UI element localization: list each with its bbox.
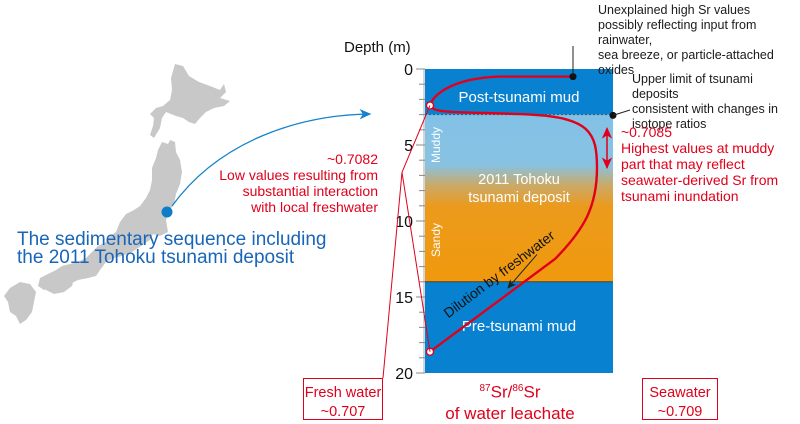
highest-values-annotation: ~0.7085 Highest values at muddy part tha… xyxy=(621,124,778,204)
annotation-line: sea breeze, or particle-attached oxides xyxy=(598,48,774,77)
upper-limit-annotation: Upper limit of tsunami deposits consiste… xyxy=(632,72,800,132)
fresh-water-value: ~0.707 xyxy=(320,404,366,420)
annotation-line: possibly reflecting input from rainwater… xyxy=(598,18,757,47)
depth-axis-label: Depth (m) xyxy=(344,39,411,56)
annotation-line: substantial interaction xyxy=(242,183,378,199)
depth-tick-label: 5 xyxy=(404,138,413,155)
depth-tick-label: 15 xyxy=(395,290,413,307)
depth-tick-label: 20 xyxy=(395,366,413,383)
annotation-line: with local freshwater xyxy=(251,199,378,215)
annotation-line: Upper limit of tsunami deposits xyxy=(632,72,753,101)
shikoku-island xyxy=(40,274,74,294)
tsunami-deposit-layer xyxy=(425,114,613,282)
deposit-label-line2: tsunami deposit xyxy=(468,190,570,206)
japan-map xyxy=(4,64,230,324)
sr-isotope-curve xyxy=(428,75,599,353)
isotope-mass-87: 87 xyxy=(479,383,491,394)
x-axis-title-line1: 87Sr/86Sr xyxy=(420,378,600,403)
seawater-label: Seawater xyxy=(649,385,711,401)
depth-tick-label: 0 xyxy=(404,62,413,79)
x-axis-sr-text: Sr/ xyxy=(490,382,513,402)
fresh-water-label: Fresh water xyxy=(304,385,382,401)
x-axis-sr-text-2: Sr xyxy=(523,382,541,402)
low-values-annotation: ~0.7082 Low values resulting from substa… xyxy=(219,151,378,215)
annotation-line: Low values resulting from xyxy=(219,167,378,183)
sediment-column: Post-tsunami mud 2011 Tohoku tsunami depos… xyxy=(425,69,613,373)
sandy-sublabel: Sandy xyxy=(429,223,443,257)
location-arrow xyxy=(171,108,372,207)
pre-tsunami-mud-layer xyxy=(425,281,613,373)
annotation-line: isotope ratios xyxy=(632,117,707,131)
annotation-line: consistent with changes in xyxy=(632,102,778,116)
location-marker xyxy=(161,206,173,218)
annotation-line: tsunami inundation xyxy=(621,188,739,204)
annotation-line: Unexplained high Sr values xyxy=(598,3,751,17)
isotope-mass-86: 86 xyxy=(512,383,524,394)
x-axis-title-line2: of water leachate xyxy=(445,403,575,423)
depth-tick-label: 10 xyxy=(395,214,413,231)
post-tsunami-mud-label: Post-tsunami mud xyxy=(459,89,580,106)
kyushu-island xyxy=(4,282,36,324)
sequence-title-line1: The sedimentary sequence including xyxy=(17,229,327,250)
unexplained-annotation: Unexplained high Sr values possibly refl… xyxy=(598,3,800,78)
muddy-sublabel: Muddy xyxy=(429,127,443,163)
deposit-label-line1: 2011 Tohoku xyxy=(478,172,560,188)
annotation-line: part that may reflect xyxy=(621,156,745,172)
seawater-value: ~0.709 xyxy=(657,404,703,420)
seawater-endmember: Seawater ~0.709 xyxy=(642,378,718,420)
sequence-title: The sedimentary sequence including the 2… xyxy=(17,229,327,268)
upper-limit-leader-line xyxy=(612,109,631,116)
dilution-arrow xyxy=(507,254,538,289)
annotation-line: seawater-derived Sr from xyxy=(621,172,779,188)
sequence-title-line2: the 2011 Tohoku tsunami deposit xyxy=(17,247,295,268)
fresh-water-leader-line xyxy=(382,172,403,379)
annotation-line: ~0.7085 xyxy=(621,124,672,140)
pre-tsunami-mud-label: Pre-tsunami mud xyxy=(462,318,576,335)
hokkaido-island xyxy=(150,64,230,138)
x-axis-title: 87Sr/86Sr of water leachate xyxy=(420,378,600,424)
annotation-line: Highest values at muddy xyxy=(621,140,775,156)
fresh-water-endmember: Fresh water ~0.707 xyxy=(303,378,383,420)
depth-axis: 0 5 10 15 20 xyxy=(395,62,425,383)
annotation-line: ~0.7082 xyxy=(327,151,378,167)
